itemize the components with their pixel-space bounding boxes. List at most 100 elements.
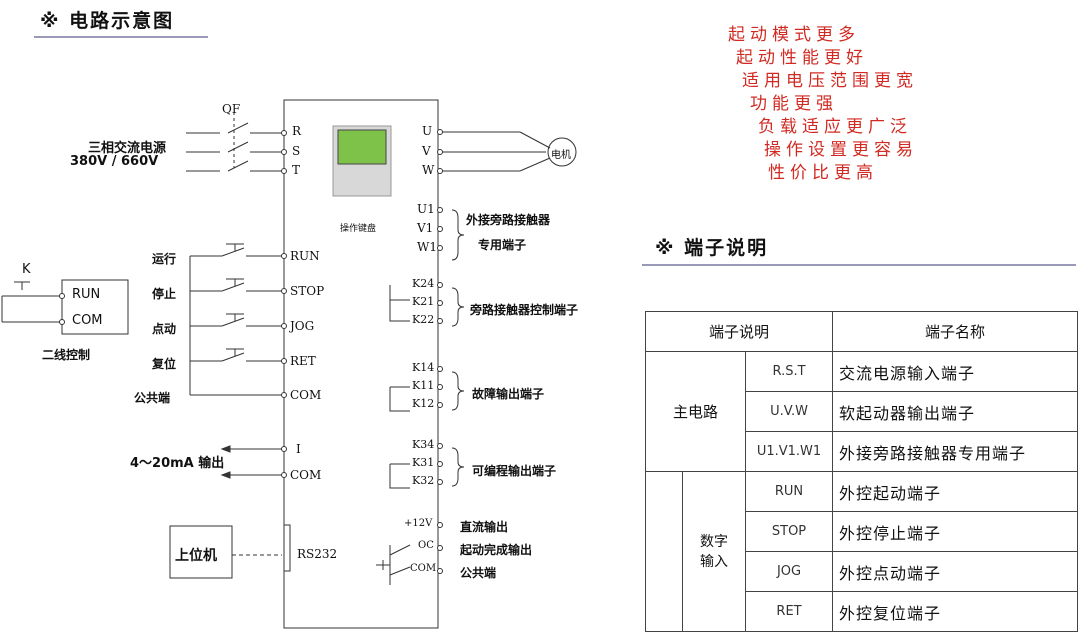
terminal-k34: K34	[412, 438, 435, 451]
feature-item: 适用电压范围更宽	[742, 71, 918, 91]
digital-input-cell: 数字 输入	[682, 471, 746, 632]
table-row: STOP 外控停止端子	[646, 511, 1079, 552]
power-source-label: 三相交流电源	[88, 141, 167, 156]
terminal-analog-com: COM	[290, 468, 322, 482]
power-voltage-label: 380V / 660V	[70, 154, 159, 169]
terminal-s: S	[292, 144, 301, 158]
header-cell: 端子说明	[644, 311, 834, 352]
terminal-jog: JOG	[290, 319, 315, 333]
terminal-k14: K14	[412, 361, 435, 374]
terminal-12v: +12V	[404, 518, 433, 529]
terminal-i: I	[296, 442, 301, 456]
ret-label: 复位	[152, 357, 177, 371]
table-row: U.V.W 软起动器输出端子	[646, 391, 1079, 432]
keypad-label: 操作键盘	[340, 224, 377, 234]
terminal-k31: K31	[412, 456, 435, 469]
terminal-dc-com: COM	[410, 563, 437, 574]
bypass-desc-line2: 专用端子	[478, 238, 527, 252]
fault-output-desc: 故障输出端子	[472, 387, 545, 401]
jog-label: 点动	[152, 322, 177, 336]
code-cell: R.S.T	[744, 351, 834, 392]
terminal-k12: K12	[412, 397, 435, 410]
terminal-ret: RET	[290, 354, 316, 368]
terminal-u1: U1	[417, 202, 435, 216]
code-cell: U1.V1.W1	[744, 431, 834, 472]
code-cell: U.V.W	[744, 391, 834, 432]
name-cell: 外控复位端子	[832, 591, 1079, 632]
name-cell: 外控起动端子	[832, 471, 1079, 512]
digital-input-line2: 输入	[700, 553, 728, 570]
table-row: U1.V1.W1 外接旁路接触器专用端子	[646, 431, 1079, 472]
bypass-control-desc: 旁路接触器控制端子	[470, 303, 579, 317]
table-header-row: 端子说明 端子名称	[644, 311, 1079, 352]
title-underline	[34, 36, 208, 38]
motor-symbol	[547, 137, 577, 167]
feature-item: 功能更强	[750, 94, 838, 114]
wiring-diagram	[1, 99, 577, 629]
terminal-w1: W1	[417, 240, 437, 254]
terminal-t: T	[292, 163, 301, 177]
terminal-v1: V1	[417, 221, 434, 235]
terminal-k24: K24	[412, 277, 435, 290]
terminal-table: 端子说明 端子名称 主电路 R.S.T 交流电源输入端子 U.V.W 软起动器输…	[644, 311, 1079, 632]
reference-mark: ※	[40, 10, 61, 32]
group-spacer-cell	[645, 471, 683, 632]
host-pc-label: 上位机	[175, 548, 217, 564]
common-label: 公共端	[134, 391, 171, 405]
name-cell: 外控点动端子	[832, 551, 1079, 592]
circuit-title-text: 电路示意图	[69, 10, 175, 32]
motor-label: 电机	[551, 150, 571, 161]
terminal-k22: K22	[412, 313, 435, 326]
start-complete-label: 起动完成输出	[460, 543, 533, 557]
name-cell: 外控停止端子	[832, 511, 1079, 552]
terminal-k11: K11	[412, 379, 435, 392]
terminal-stop: STOP	[290, 284, 325, 298]
keypad-display	[337, 129, 387, 165]
feature-item: 起动模式更多	[728, 25, 860, 45]
name-cell: 软起动器输出端子	[832, 391, 1079, 432]
terminal-section-title: ※ 端子说明	[655, 233, 768, 260]
digital-input-line1: 数字	[700, 533, 728, 550]
reference-mark: ※	[655, 237, 676, 259]
feature-item: 性价比更高	[768, 163, 878, 183]
terminal-title-underline	[642, 264, 1076, 266]
terminal-run: RUN	[290, 249, 320, 263]
terminal-title-text: 端子说明	[684, 237, 769, 259]
run-label: 运行	[152, 252, 177, 266]
two-wire-switch-label: K	[22, 262, 31, 277]
host-pc-box	[169, 525, 233, 579]
table-row: 数字 输入 RUN 外控起动端子	[645, 471, 1079, 632]
name-cell: 交流电源输入端子	[832, 351, 1079, 392]
terminal-w: W	[422, 163, 435, 177]
feature-item: 负载适应更广泛	[758, 117, 912, 137]
two-wire-run: RUN	[72, 287, 101, 302]
dc-common-label: 公共端	[460, 566, 497, 580]
programmable-output-desc: 可编程输出端子	[472, 464, 557, 478]
qf-label: QF	[222, 102, 241, 116]
terminal-r: R	[292, 124, 302, 138]
terminal-k32: K32	[412, 474, 435, 487]
dc-output-label: 直流输出	[460, 520, 509, 534]
table-row: JOG 外控点动端子	[646, 551, 1079, 592]
table-row: 主电路 R.S.T 交流电源输入端子	[645, 351, 1079, 472]
name-cell: 外接旁路接触器专用端子	[832, 431, 1079, 472]
bypass-desc-line1: 外接旁路接触器	[466, 213, 551, 227]
two-wire-com: COM	[72, 313, 103, 328]
terminal-v: V	[422, 144, 431, 158]
code-cell: RET	[744, 591, 834, 632]
terminal-com: COM	[290, 388, 322, 402]
analog-output-label: 4～20mA 输出	[130, 456, 225, 471]
feature-item: 起动性能更好	[736, 48, 868, 68]
code-cell: RUN	[744, 471, 834, 512]
terminal-k21: K21	[412, 295, 435, 308]
rs232-label: RS232	[297, 547, 338, 561]
stop-label: 停止	[152, 287, 177, 301]
two-wire-caption: 二线控制	[42, 348, 91, 362]
feature-item: 操作设置更容易	[764, 140, 918, 160]
main-circuit-cell: 主电路	[645, 351, 746, 472]
circuit-section-title: ※ 电路示意图	[40, 6, 174, 33]
terminal-u: U	[422, 124, 433, 138]
terminal-oc: OC	[418, 540, 434, 551]
code-cell: JOG	[744, 551, 834, 592]
code-cell: STOP	[744, 511, 834, 552]
